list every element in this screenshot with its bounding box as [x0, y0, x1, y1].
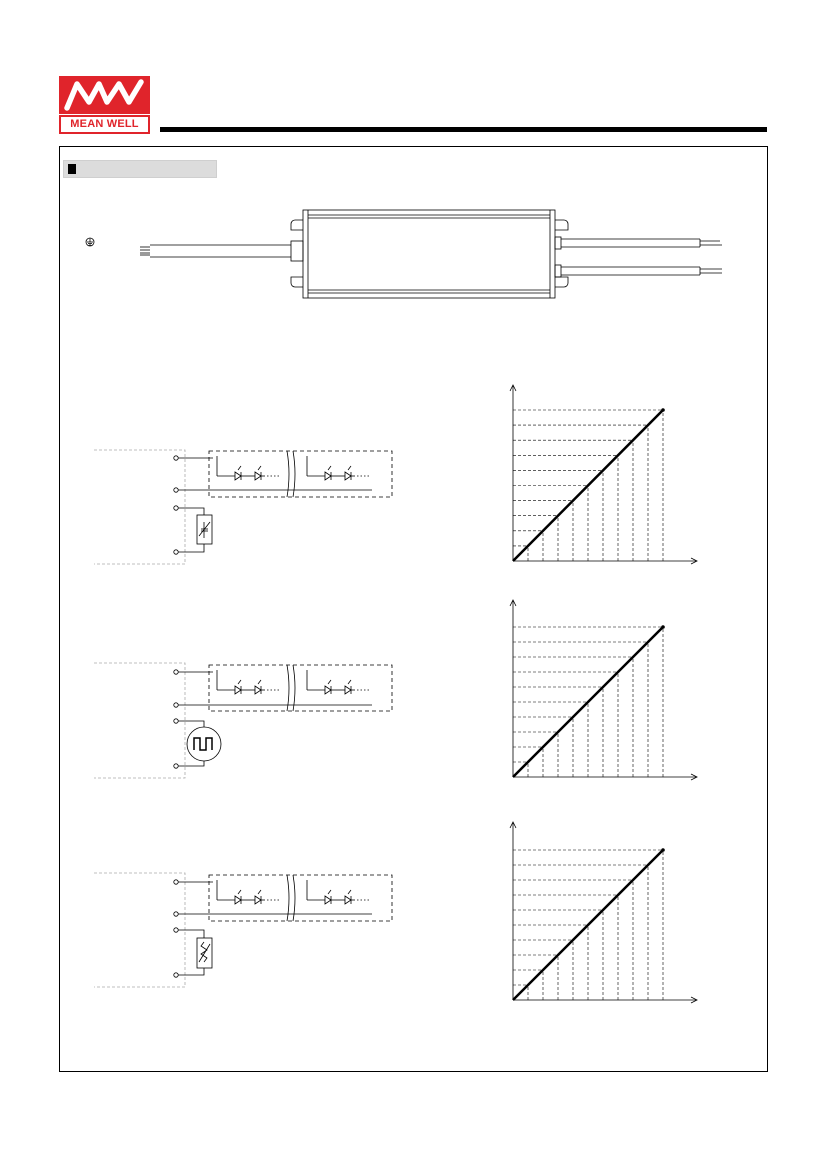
- curve-endpoint: [661, 625, 665, 629]
- logo-text: MEAN WELL: [59, 115, 150, 134]
- dimming-curve: [512, 849, 664, 1001]
- earth-ground-icon: [85, 237, 95, 247]
- x-axis-arrow-icon: [690, 557, 698, 565]
- pwm-source-icon: [186, 726, 222, 762]
- content-frame: [59, 146, 768, 1072]
- x-axis-arrow-icon: [690, 773, 698, 781]
- y-axis-arrow-icon: [509, 599, 517, 607]
- input-cable: [140, 240, 304, 262]
- output-cables: [554, 236, 722, 278]
- mean-well-logo: MEAN WELL: [59, 76, 150, 134]
- y-axis-arrow-icon: [509, 384, 517, 392]
- y-axis-arrow-icon: [509, 821, 517, 829]
- curve-endpoint: [661, 848, 665, 852]
- square-marker-icon: [68, 164, 76, 174]
- wiring-diagram-1: [94, 449, 393, 565]
- x-axis-arrow-icon: [690, 996, 698, 1004]
- curve-endpoint: [661, 408, 665, 412]
- driver-housing: [290, 209, 569, 299]
- dimming-graph-1: [509, 384, 698, 565]
- wiring-diagram-3: [94, 872, 393, 988]
- dimming-curve: [512, 409, 664, 562]
- dimming-curve: [512, 626, 664, 778]
- header-rule: [160, 127, 767, 132]
- wiring-diagram-2: [94, 662, 393, 779]
- section-heading-tab: [63, 160, 217, 178]
- logo-mw-mark: [59, 76, 150, 114]
- dimming-graph-2: [509, 599, 698, 781]
- mw-mark-icon: [64, 79, 144, 111]
- dimming-graph-3: [509, 821, 698, 1004]
